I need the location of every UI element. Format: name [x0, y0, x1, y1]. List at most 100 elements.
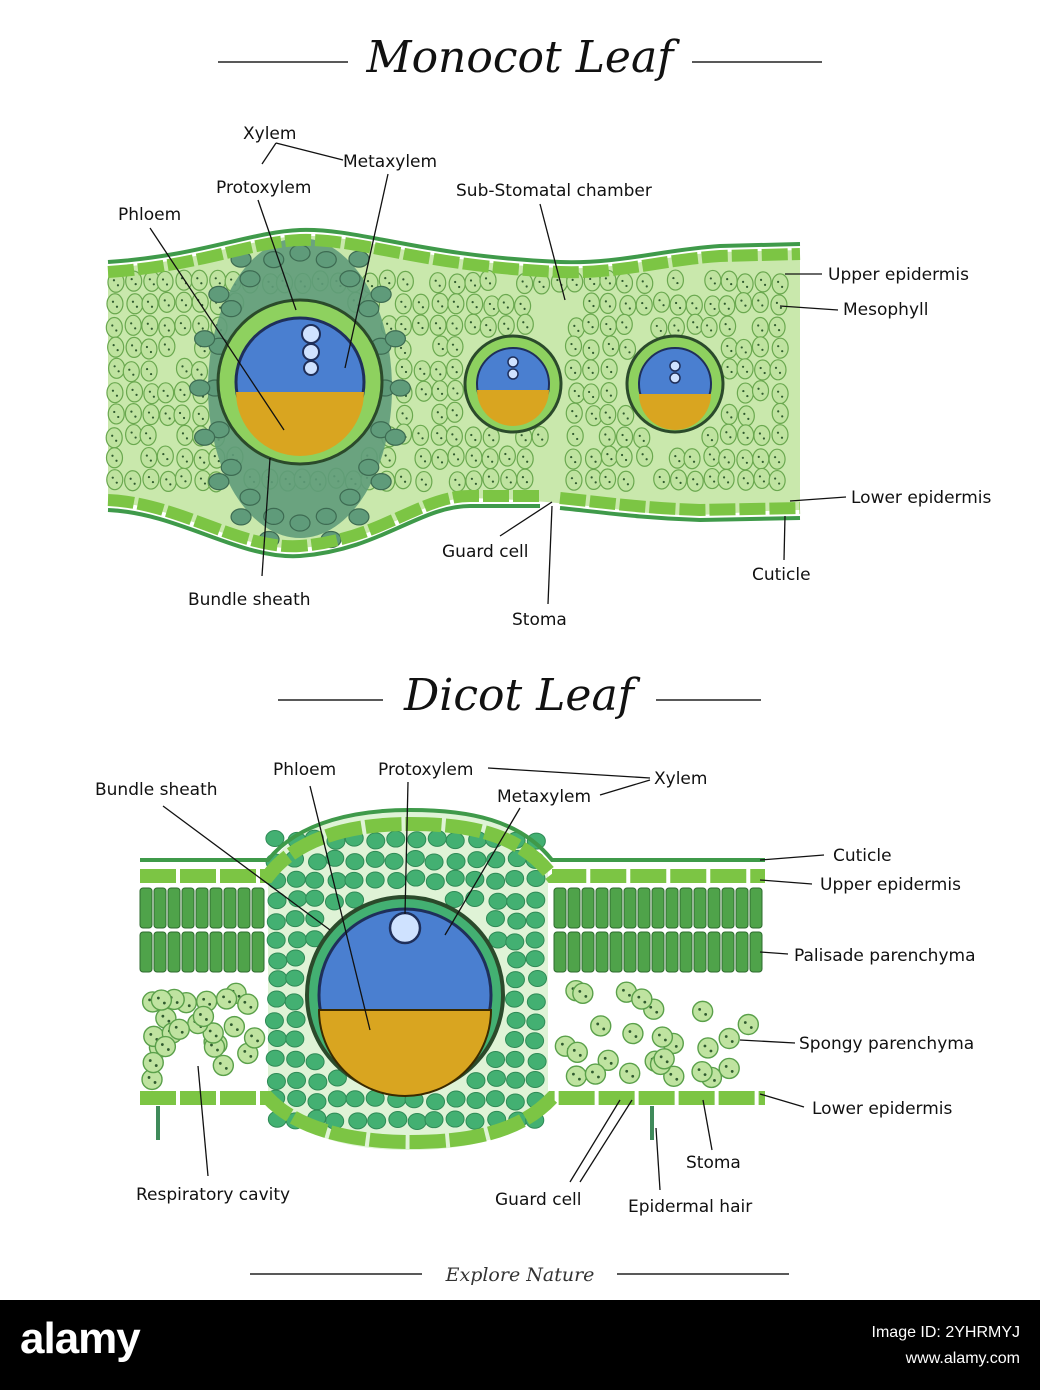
mesophyll-cell — [431, 292, 449, 314]
mesophyll-cell — [173, 381, 192, 403]
mesophyll-cell — [464, 426, 482, 448]
palisade-cell — [665, 931, 679, 973]
sheath-cell — [263, 251, 285, 269]
palisade-cell — [567, 931, 581, 973]
ground-cell — [486, 872, 506, 890]
palisade-cell — [223, 887, 237, 929]
mesophyll-cell — [599, 403, 617, 426]
sheath-cell — [339, 270, 361, 288]
ground-cell — [406, 869, 426, 887]
label-dicot-guard-cell: Guard cell — [495, 1190, 582, 1210]
palisade-cell — [223, 931, 237, 973]
palisade-cell — [139, 931, 153, 973]
ground-cell — [506, 1071, 526, 1089]
mesophyll-cell — [703, 445, 721, 468]
palisade-cell — [721, 887, 735, 929]
palisade-cell — [651, 887, 665, 929]
mesophyll-cell — [581, 313, 600, 335]
mesophyll-cell — [413, 360, 431, 382]
palisade-cell — [195, 931, 209, 973]
dicot-ground-cells — [264, 829, 548, 1130]
mesophyll-cell — [771, 273, 789, 295]
ground-cell — [445, 1110, 465, 1128]
sheath-cell — [239, 270, 261, 288]
mesophyll-cell — [717, 468, 735, 490]
mesophyll-cell — [768, 316, 786, 338]
monocot-medium-bundle — [463, 334, 563, 434]
mesophyll-cell — [615, 313, 633, 336]
mesophyll-cell — [751, 380, 770, 402]
palisade-cell — [167, 931, 181, 973]
ground-cell — [266, 1072, 286, 1090]
spongy-cell — [192, 1005, 215, 1028]
ground-cell — [307, 1093, 327, 1111]
palisade-cell — [707, 931, 721, 973]
mesophyll-cell — [736, 449, 754, 471]
sheath-cell — [358, 300, 380, 318]
ground-cell — [526, 993, 546, 1011]
mesophyll-cell — [704, 269, 722, 292]
spongy-cell — [653, 1048, 675, 1070]
mesophyll-cell — [516, 468, 534, 490]
dicot-cuticle — [140, 807, 765, 862]
ground-cell — [525, 911, 545, 929]
palisade-cell — [139, 887, 153, 929]
ground-cell — [505, 933, 525, 951]
palisade-cell — [693, 931, 707, 973]
ground-cell — [505, 971, 525, 989]
sheath-cell — [358, 458, 380, 476]
label-mono-upper-epidermis: Upper epidermis — [828, 265, 969, 285]
mesophyll-cell — [140, 338, 158, 360]
ground-cell — [285, 910, 305, 928]
mesophyll-cell — [481, 448, 499, 470]
mesophyll-cell — [105, 316, 123, 339]
ground-cell — [467, 851, 487, 869]
ground-cell — [465, 889, 485, 907]
mesophyll-cell — [615, 446, 633, 468]
palisade-cell — [181, 887, 195, 929]
mesophyll-cell — [175, 357, 194, 379]
mesophyll-cell — [719, 315, 737, 337]
stock-site: www.alamy.com — [905, 1350, 1020, 1367]
mesophyll-cell — [736, 273, 754, 295]
mesophyll-cell — [751, 336, 770, 358]
mesophyll-cell — [615, 272, 634, 294]
mesophyll-cell — [636, 445, 654, 467]
monocot-small-bundle — [625, 334, 725, 434]
ground-cell — [365, 871, 385, 889]
ground-cell — [425, 873, 445, 891]
mesophyll-cell — [513, 295, 532, 317]
label-mono-xylem: Xylem — [243, 124, 296, 144]
ground-cell — [466, 1091, 486, 1109]
mesophyll-cell — [415, 380, 433, 402]
mesophyll-cell — [122, 361, 140, 383]
mesophyll-cell — [174, 467, 193, 489]
ground-cell — [267, 1029, 287, 1047]
label-dicot-lower-epidermis: Lower epidermis — [812, 1099, 953, 1119]
mesophyll-cell — [124, 314, 142, 336]
label-mono-phloem: Phloem — [118, 205, 181, 225]
label-dicot-epidermal-hair: Epidermal hair — [628, 1197, 752, 1217]
palisade-cell — [595, 887, 609, 929]
ground-cell — [366, 832, 386, 850]
ground-cell — [507, 951, 527, 969]
mesophyll-cell — [700, 316, 718, 339]
mesophyll-cell — [516, 272, 534, 295]
mesophyll-cell — [431, 448, 449, 470]
sheath-cell — [263, 507, 285, 525]
footer-group: Explore Nature — [250, 1264, 789, 1286]
ground-cell — [407, 831, 427, 849]
mesophyll-cell — [568, 382, 586, 404]
dicot-title: Dicot Leaf — [403, 670, 641, 721]
label-dicot-palisade: Palisade parenchyma — [794, 946, 976, 966]
palisade-cell — [735, 887, 749, 929]
mesophyll-cell — [615, 426, 634, 448]
mesophyll-cell — [636, 272, 654, 295]
label-mono-mesophyll: Mesophyll — [843, 300, 928, 320]
mesophyll-cell — [479, 269, 497, 291]
mesophyll-cell — [445, 425, 463, 447]
ground-cell — [488, 892, 508, 910]
sheath-cell — [348, 250, 370, 268]
ground-cell — [327, 872, 347, 890]
mesophyll-cell — [566, 425, 584, 447]
